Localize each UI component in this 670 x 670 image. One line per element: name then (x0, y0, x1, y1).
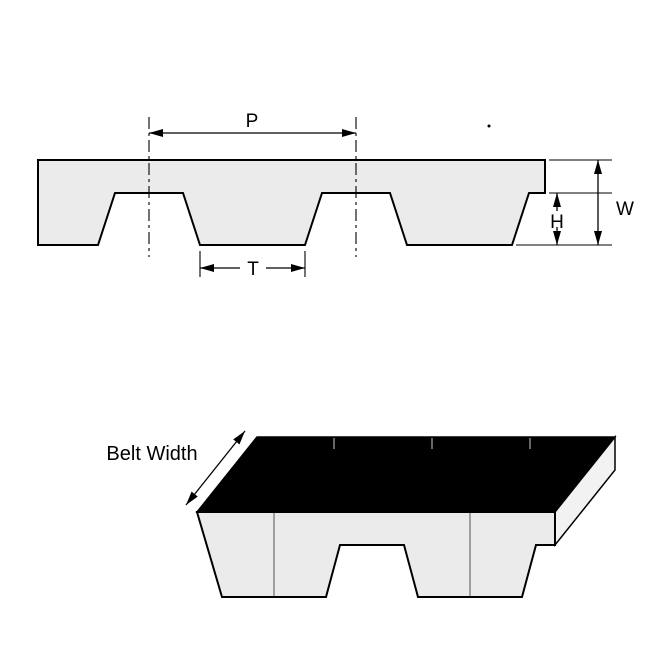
dimension-belt-thickness: W (594, 160, 634, 245)
tooth-height-label: H (550, 212, 564, 233)
belt-top-face (195, 436, 617, 513)
pitch-label: P (246, 111, 259, 132)
dimension-tooth-height: H (550, 193, 564, 245)
dimension-pitch: P (149, 111, 356, 137)
belt-profile (37, 159, 546, 246)
belt-width-label: Belt Width (106, 443, 197, 465)
cross-section-view: P T H W (37, 111, 634, 280)
belt-thickness-label: W (616, 199, 634, 220)
belt-front-face (195, 511, 556, 598)
belt-width-arrow (185, 430, 246, 506)
perspective-view: Belt Width (106, 430, 617, 598)
dimension-tooth-width: T (199, 251, 306, 280)
stray-dot (487, 124, 491, 128)
tooth-width-label: T (247, 259, 259, 280)
